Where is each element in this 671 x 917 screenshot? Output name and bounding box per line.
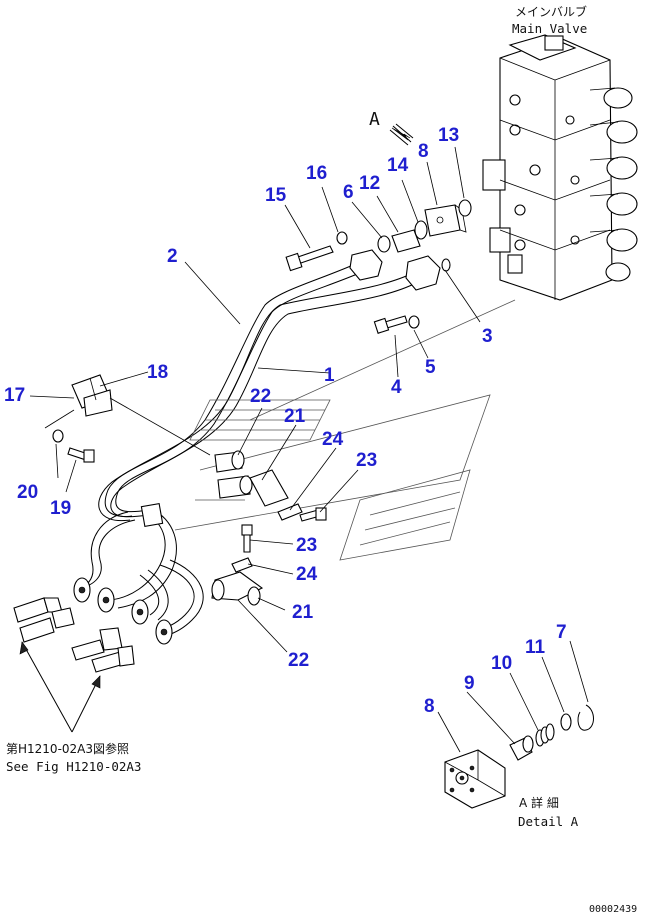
- plate-24-top: [277, 503, 303, 521]
- main-valve-assembly: [482, 34, 638, 301]
- hose-assembly: [75, 261, 419, 637]
- callout-17: 17: [4, 385, 25, 406]
- callout-3: 3: [482, 326, 493, 347]
- callout-12: 12: [359, 173, 380, 194]
- plate-24-bottom: [231, 557, 253, 573]
- callout-22-top: 22: [250, 386, 271, 407]
- callout-20: 20: [17, 482, 38, 503]
- detail-ring-11: [560, 713, 572, 731]
- callout-1: 1: [324, 365, 335, 386]
- hose-end-flanges: [73, 577, 173, 645]
- callout-2: 2: [167, 246, 178, 267]
- detail-block-8: [444, 749, 506, 809]
- callout-8-top: 8: [418, 141, 429, 162]
- detail-en-label: Detail A: [518, 814, 579, 829]
- block-8-top: [424, 204, 467, 237]
- callout-13: 13: [438, 125, 459, 146]
- washer-20: [52, 429, 64, 443]
- detail-jp-label: A 詳 細: [519, 795, 559, 810]
- callout-14: 14: [387, 155, 409, 176]
- view-marker-a: A: [369, 109, 380, 130]
- callout-21-bottom: 21: [292, 602, 314, 623]
- split-flange-12: [391, 229, 421, 253]
- callout-8-detail: 8: [424, 696, 435, 717]
- bolt-4: [373, 315, 408, 334]
- callout-6: 6: [343, 182, 354, 203]
- reference-leader: [19, 641, 101, 733]
- valve-spool-caps: [589, 87, 638, 282]
- clamp-22-top: [214, 450, 245, 473]
- o-ring-3: [441, 258, 451, 272]
- reference-en-text: See Fig H1210-02A3: [6, 759, 141, 774]
- detail-plug-9: [509, 735, 534, 761]
- bracket-18: [71, 374, 113, 417]
- main-valve-jp-label: メインバルブ: [515, 4, 587, 19]
- bolt-23-bottom: [241, 524, 253, 553]
- callout-4: 4: [391, 377, 402, 398]
- bolt-15: [285, 245, 334, 272]
- view-direction-arrow: [389, 123, 414, 146]
- external-connectors: [13, 597, 135, 673]
- callout-16: 16: [306, 163, 327, 184]
- callout-19: 19: [50, 498, 71, 519]
- callout-15: 15: [265, 185, 287, 206]
- footer-code: 00002439: [589, 904, 637, 915]
- detail-snap-ring-7: [577, 704, 594, 731]
- callout-23-top: 23: [356, 450, 377, 471]
- bolt-19: [67, 447, 95, 463]
- callout-24-top: 24: [322, 429, 344, 450]
- callout-23-bottom: 23: [296, 535, 317, 556]
- detail-spring-10: [535, 723, 555, 747]
- callout-7: 7: [556, 622, 567, 643]
- callout-22-bottom: 22: [288, 650, 309, 671]
- bolt-23-top: [299, 507, 327, 522]
- o-ring-14: [414, 220, 428, 240]
- o-ring-13: [458, 199, 472, 217]
- callout-9: 9: [464, 673, 475, 694]
- washer-5: [408, 315, 420, 329]
- callout-24-bottom: 24: [296, 564, 318, 585]
- callout-18: 18: [147, 362, 168, 383]
- valve-ports: [482, 94, 580, 274]
- main-valve-en-label: Main Valve: [512, 21, 587, 36]
- callout-numbers: 1 2 3 4 5 6 7 8 8 9 10 11 12 13 14 15 16…: [4, 125, 567, 717]
- callout-5: 5: [425, 357, 436, 378]
- washer-16: [336, 231, 348, 245]
- o-ring-6: [377, 235, 391, 253]
- clamp-21-top: [217, 469, 289, 507]
- frame-ghost-lines: [174, 299, 516, 561]
- leader-lines: [29, 146, 589, 753]
- callout-21-top: 21: [284, 406, 306, 427]
- callout-10: 10: [491, 653, 512, 674]
- callout-11: 11: [525, 637, 546, 658]
- reference-jp-text: 第H1210-02A3図参照: [6, 741, 129, 756]
- hose-fittings: [140, 249, 441, 528]
- clamp-21-22-bottom: [211, 571, 264, 606]
